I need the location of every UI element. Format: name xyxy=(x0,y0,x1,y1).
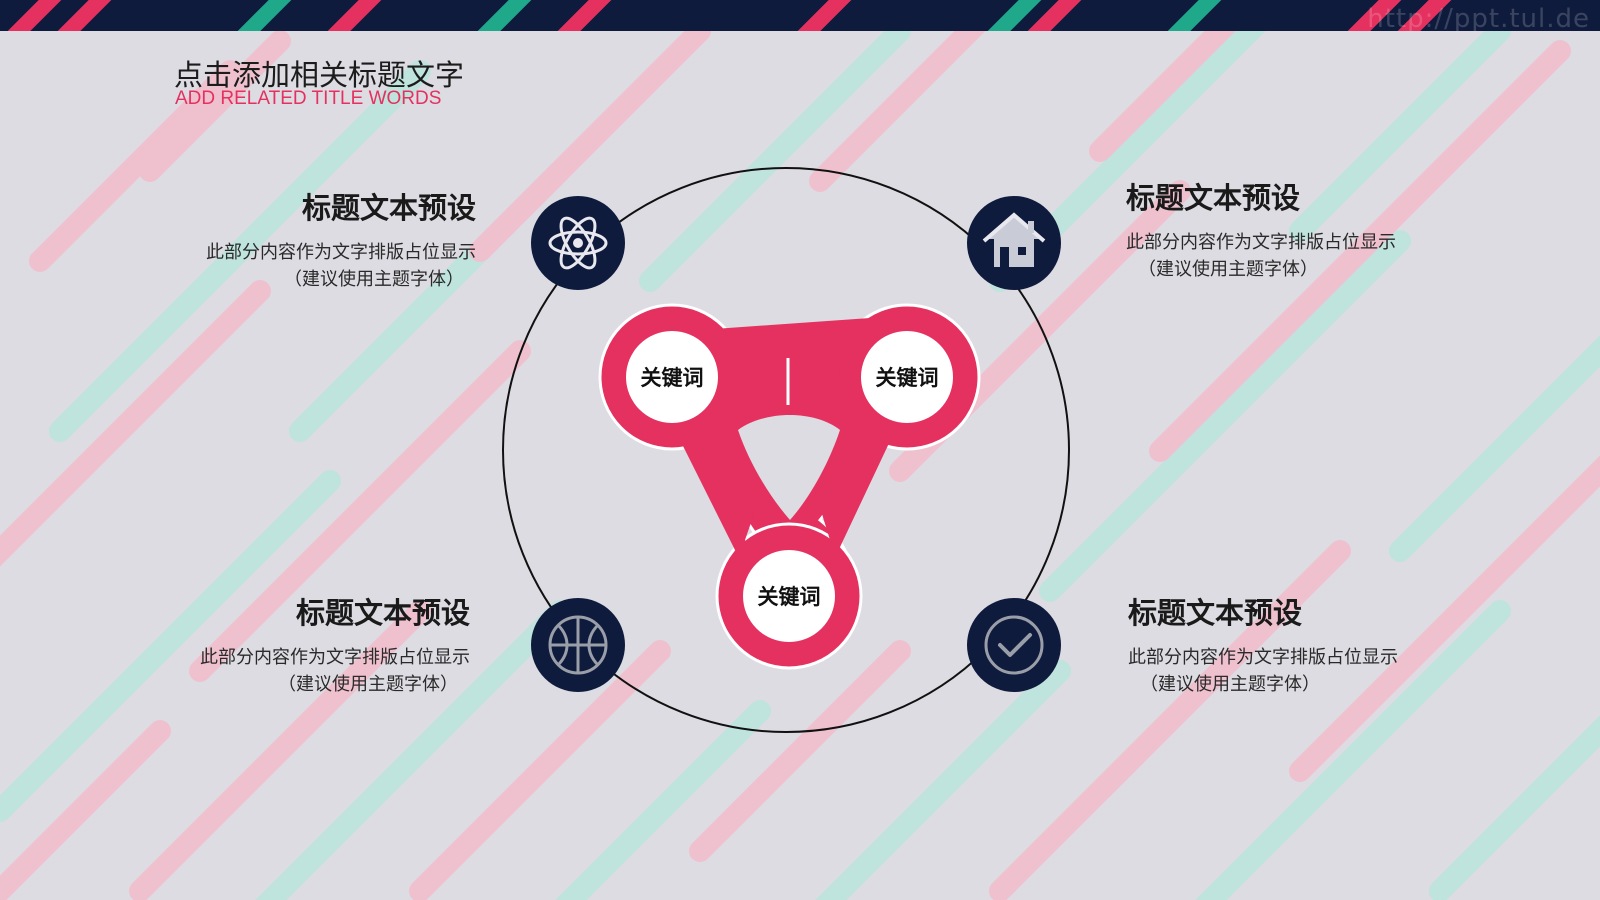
watermark: http://ppt.tul.de xyxy=(1367,4,1590,31)
atom-icon xyxy=(531,196,625,290)
text-block-bottom-right: 标题文本预设 此部分内容作为文字排版占位显示 （建议使用主题字体） xyxy=(1128,590,1398,698)
keyword-node-2 xyxy=(861,331,953,423)
desc-line2-top-left: （建议使用主题字体） xyxy=(284,269,464,290)
outer-ring xyxy=(502,167,1070,733)
text-block-bottom-left: 标题文本预设 此部分内容作为文字排版占位显示 （建议使用主题字体） xyxy=(94,590,470,698)
desc-line1-top-left: 此部分内容作为文字排版占位显示 xyxy=(206,242,476,263)
basketball-icon xyxy=(531,598,625,692)
top-banner: http://ppt.tul.de xyxy=(0,0,1600,31)
top-banner-stripes xyxy=(7,0,1452,31)
background-stripes xyxy=(0,31,1600,900)
keyword-node-3 xyxy=(743,550,835,642)
text-block-top-left: 标题文本预设 此部分内容作为文字排版占位显示 （建议使用主题字体） xyxy=(100,185,476,293)
keyword-node-1 xyxy=(626,331,718,423)
keyword-label-1: 关键词 xyxy=(641,366,704,390)
heading-bottom-left: 标题文本预设 xyxy=(295,596,470,630)
house-icon xyxy=(967,196,1061,290)
propeller-hole xyxy=(738,415,840,520)
desc-line2-top-right: （建议使用主题字体） xyxy=(1138,259,1318,280)
desc-line2-bottom-right: （建议使用主题字体） xyxy=(1140,674,1320,695)
desc-line1-bottom-right: 此部分内容作为文字排版占位显示 xyxy=(1128,647,1398,668)
desc-line1-top-right: 此部分内容作为文字排版占位显示 xyxy=(1126,232,1396,253)
checkmark-icon xyxy=(967,598,1061,692)
keyword-label-2: 关键词 xyxy=(876,366,939,390)
heading-top-left: 标题文本预设 xyxy=(301,191,476,225)
text-block-top-right: 标题文本预设 此部分内容作为文字排版占位显示 （建议使用主题字体） xyxy=(1126,175,1396,283)
keyword-label-3: 关键词 xyxy=(758,585,821,609)
slide-subtitle: ADD RELATED TITLE WORDS xyxy=(175,88,442,109)
heading-top-right: 标题文本预设 xyxy=(1126,181,1301,215)
slide-title: 点击添加相关标题文字 xyxy=(174,58,465,92)
desc-line1-bottom-left: 此部分内容作为文字排版占位显示 xyxy=(200,647,470,668)
desc-line2-bottom-left: （建议使用主题字体） xyxy=(278,674,458,695)
heading-bottom-right: 标题文本预设 xyxy=(1128,596,1303,630)
